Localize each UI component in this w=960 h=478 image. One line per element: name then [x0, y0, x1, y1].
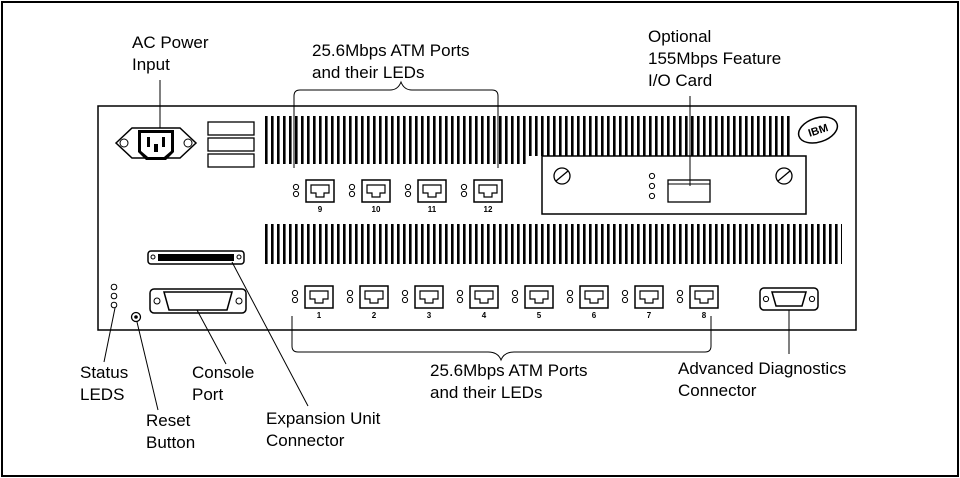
port-jack [580, 286, 608, 308]
port-led [677, 290, 682, 295]
port-led [293, 191, 298, 196]
port-led [402, 297, 407, 302]
port-number: 10 [372, 205, 381, 214]
port-led [461, 184, 466, 189]
port-number: 2 [372, 311, 377, 320]
label-plates [208, 122, 254, 167]
port-jack [690, 286, 718, 308]
port-led [293, 184, 298, 189]
port-led [512, 290, 517, 295]
port-jack [306, 180, 334, 202]
status-leds [111, 284, 117, 308]
port-led [677, 297, 682, 302]
port-jack [415, 286, 443, 308]
port-jack [474, 180, 502, 202]
port-led [457, 297, 462, 302]
port-led [622, 290, 627, 295]
port-led [405, 184, 410, 189]
port-number: 3 [427, 311, 432, 320]
port-led [402, 290, 407, 295]
port-jack [305, 286, 333, 308]
port-jack [418, 180, 446, 202]
port-number: 9 [318, 205, 323, 214]
port-led [567, 290, 572, 295]
feature-io-card [542, 156, 806, 214]
port-jack [362, 180, 390, 202]
expansion-unit-connector [148, 251, 244, 264]
port-led [347, 290, 352, 295]
port-led [347, 297, 352, 302]
port-led [349, 191, 354, 196]
reset-button [132, 313, 141, 322]
port-number: 6 [592, 311, 597, 320]
port-led [622, 297, 627, 302]
port-number: 7 [647, 311, 652, 320]
port-number: 12 [484, 205, 493, 214]
console-port [150, 289, 246, 313]
vent-grille-top-right [528, 116, 790, 156]
port-jack [525, 286, 553, 308]
port-number: 1 [317, 311, 322, 320]
port-number: 11 [428, 205, 437, 214]
port-jack [360, 286, 388, 308]
ac-power-inlet [116, 128, 196, 160]
port-number: 5 [537, 311, 542, 320]
port-led [567, 297, 572, 302]
port-jack [635, 286, 663, 308]
port-led [405, 191, 410, 196]
port-led [461, 191, 466, 196]
port-led [457, 290, 462, 295]
port-led [512, 297, 517, 302]
vent-grille-middle [262, 224, 842, 264]
vent-grille-top [262, 116, 528, 164]
port-led [292, 290, 297, 295]
port-number: 8 [702, 311, 707, 320]
advanced-diagnostics-connector [760, 288, 818, 310]
port-number: 4 [482, 311, 487, 320]
port-jack [470, 286, 498, 308]
port-led [292, 297, 297, 302]
port-led [349, 184, 354, 189]
